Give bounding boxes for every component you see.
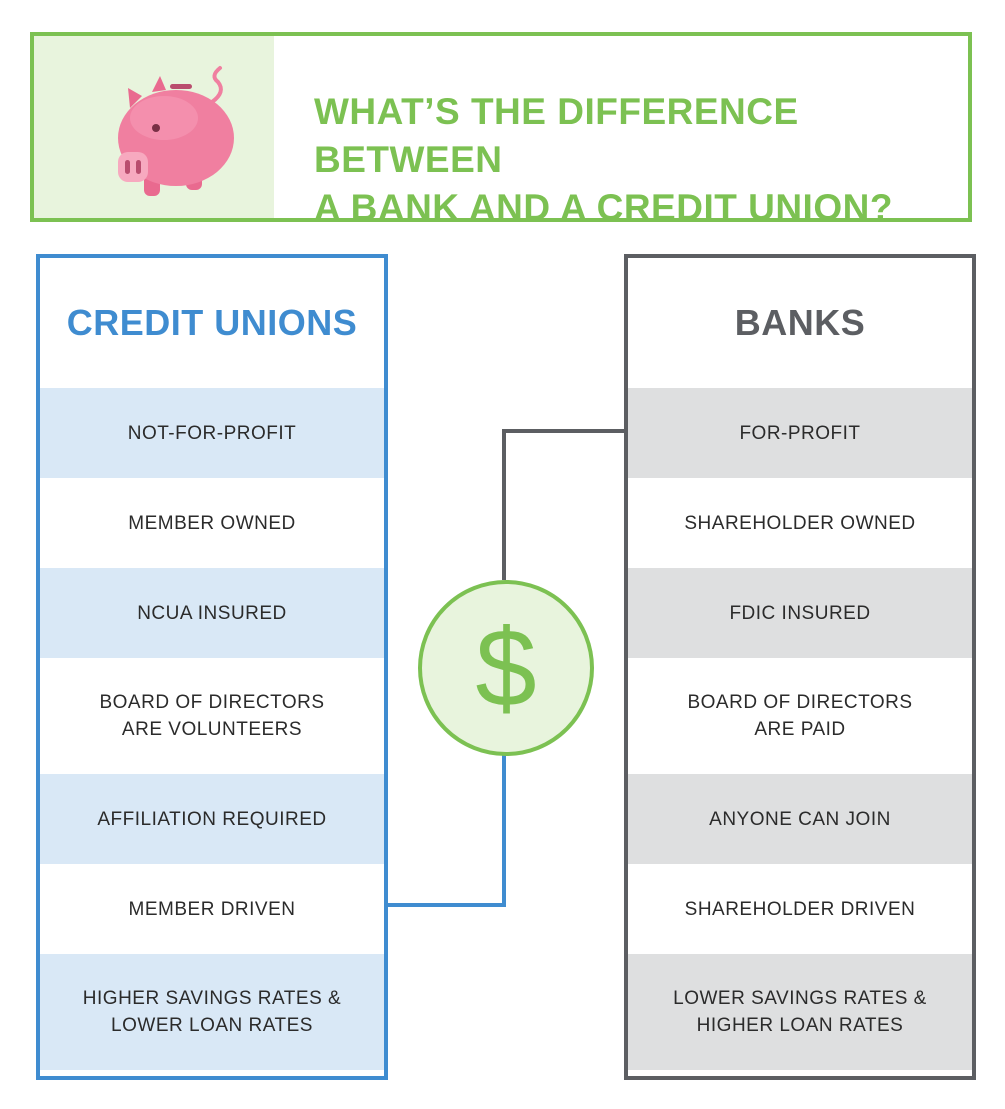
credit-unions-row: NCUA INSURED <box>40 568 384 658</box>
banks-row: ANYONE CAN JOIN <box>628 774 972 864</box>
credit-unions-row: NOT-FOR-PROFIT <box>40 388 384 478</box>
credit-unions-row: MEMBER OWNED <box>128 512 296 534</box>
credit-unions-row: HIGHER SAVINGS RATES & LOWER LOAN RATES <box>40 954 384 1070</box>
dollar-symbol: $ <box>475 606 537 730</box>
credit-unions-heading: CREDIT UNIONS <box>66 302 358 343</box>
header-banner: WHAT’S THE DIFFERENCE BETWEEN A BANK AND… <box>30 32 972 228</box>
credit-unions-row: MEMBER DRIVEN <box>128 898 296 920</box>
header-illustration <box>34 36 274 218</box>
banks-row: LOWER SAVINGS RATES & HIGHER LOAN RATES <box>628 954 972 1070</box>
banks-row: FOR-PROFIT <box>628 388 972 478</box>
banks-heading: BANKS <box>734 302 866 343</box>
banks-row: SHAREHOLDER OWNED <box>684 512 916 534</box>
connector-line-banks <box>502 429 624 580</box>
credit-unions-row: AFFILIATION REQUIRED <box>40 774 384 864</box>
banks-column: BANKS FOR-PROFIT SHAREHOLDER OWNED FDIC … <box>624 254 976 1080</box>
connector-line-credit-unions <box>384 752 506 907</box>
piggy-bank-icon <box>118 66 234 196</box>
page-title: WHAT’S THE DIFFERENCE BETWEEN A BANK AND… <box>314 91 893 228</box>
banks-row: BOARD OF DIRECTORS ARE PAID <box>687 692 913 740</box>
banks-row: FDIC INSURED <box>628 568 972 658</box>
credit-unions-row: BOARD OF DIRECTORS ARE VOLUNTEERS <box>99 692 325 740</box>
dollar-sign-icon: $ <box>418 580 594 756</box>
credit-unions-column: CREDIT UNIONS NOT-FOR-PROFIT MEMBER OWNE… <box>36 254 388 1080</box>
banks-row: SHAREHOLDER DRIVEN <box>684 898 916 920</box>
